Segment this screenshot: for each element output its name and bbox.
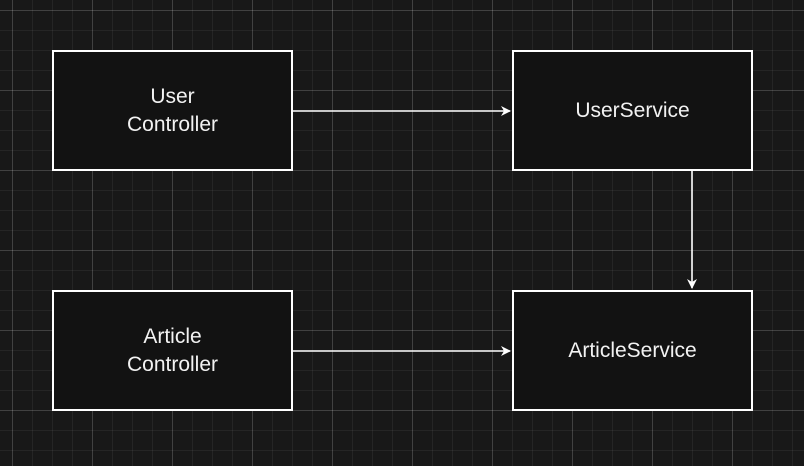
node-article-service[interactable]: ArticleService [512,290,753,411]
node-user-service[interactable]: UserService [512,50,753,171]
node-article-controller[interactable]: Article Controller [52,290,293,411]
node-user-controller[interactable]: User Controller [52,50,293,171]
